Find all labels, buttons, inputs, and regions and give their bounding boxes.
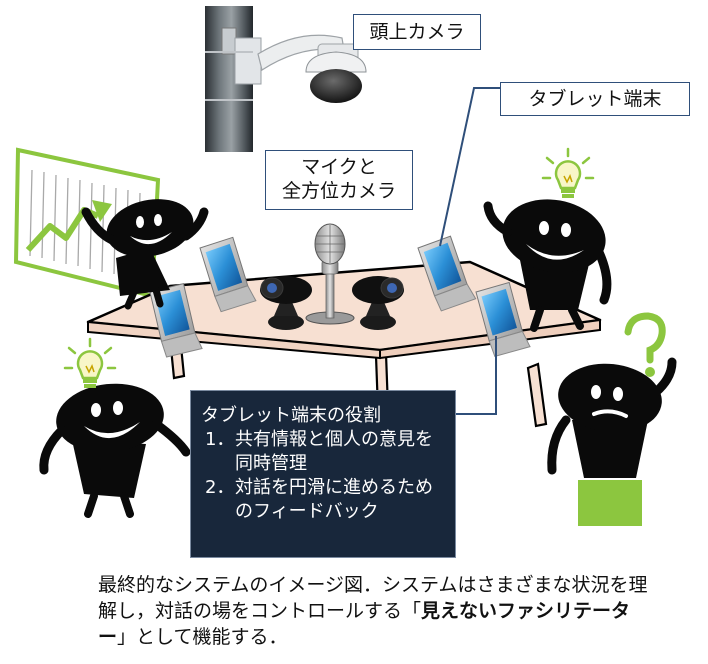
figure-caption: 最終的なシステムのイメージ図．システムはさまざまな状況を理解し，対話の場をコント… (98, 572, 658, 650)
tablet-terminal-label: タブレット端末 (500, 82, 690, 116)
camera-icon (260, 276, 404, 330)
leader-lines (439, 87, 500, 415)
role-item: 1． 共有情報と個人の意見を同時管理 (205, 428, 447, 476)
mic-camera-label: マイクと 全方位カメラ (265, 150, 413, 210)
role-item-text: 対話を円滑に進めるためのフィードバック (235, 477, 433, 522)
role-item: 2． 対話を円滑に進めるためのフィードバック (205, 476, 447, 524)
tablet-role-box: タブレット端末の役割 1． 共有情報と個人の意見を同時管理 2． 対話を円滑に進… (190, 390, 456, 558)
overhead-camera-label: 頭上カメラ (353, 14, 481, 50)
mic-label-line1: マイクと (301, 156, 377, 178)
caption-part2: 」として機能する． (117, 626, 288, 648)
role-item-number: 2． (205, 477, 235, 498)
role-box-title: タブレット端末の役割 (201, 405, 381, 426)
question-mark-icon (624, 312, 666, 377)
role-item-number: 1． (205, 429, 235, 450)
character-top-right (483, 199, 612, 332)
character-top-left (81, 199, 209, 310)
character-bottom-left (39, 383, 191, 518)
caption-part1: 最終的なシステムのイメージ図．システムはさまざまな状況を理解し，対話の場をコント… (98, 574, 648, 622)
mic-label-line2: 全方位カメラ (281, 180, 396, 202)
green-box (578, 480, 642, 526)
character-bottom-right (547, 357, 677, 478)
role-item-text: 共有情報と個人の意見を同時管理 (235, 429, 433, 474)
microphone-icon (305, 223, 355, 325)
caption-bold: 見えないファシリテーター (98, 600, 631, 648)
overhead-camera-icon (205, 6, 367, 152)
